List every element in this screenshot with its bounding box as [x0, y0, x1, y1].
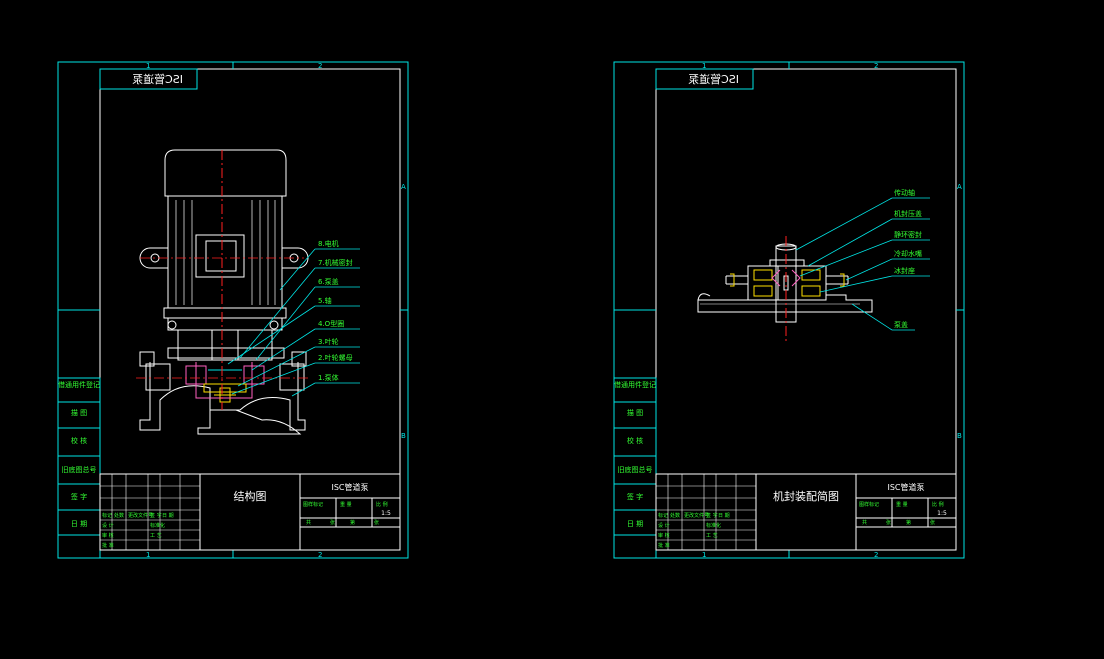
- block-row: 批 准: [102, 542, 114, 549]
- grid-label: 2: [874, 551, 878, 559]
- callout-label: 冷却水嘴: [894, 249, 922, 258]
- callout-label: 静环密封: [894, 230, 922, 239]
- grid-label: A: [401, 183, 406, 191]
- block-row: 设 计: [102, 522, 114, 529]
- callout-label: 1.泵体: [318, 373, 339, 382]
- stamp-text: ISC管道泵: [132, 72, 183, 86]
- block-label: 张: [886, 519, 891, 526]
- product-name: ISC管道泵: [887, 482, 924, 492]
- stamp-box: [99, 68, 198, 90]
- block-row: 批 准: [658, 542, 670, 549]
- callout-label: 5.轴: [318, 296, 332, 305]
- block-row: 更改文件号: [128, 512, 153, 519]
- block-label: 张: [930, 519, 935, 526]
- side-table-cell: 日 期: [627, 520, 643, 528]
- block-label: 图样标记: [859, 501, 879, 508]
- side-table-cell: 借通用件登记: [58, 380, 100, 389]
- block-label: 图样标记: [303, 501, 323, 508]
- grid-label: A: [957, 183, 962, 191]
- side-table-cell: 描 图: [627, 408, 643, 417]
- block-row: 日 期: [718, 513, 730, 519]
- side-table-cell: 日 期: [71, 520, 87, 528]
- callout-leaders: [227, 248, 360, 397]
- side-table-cell: 旧底图总号: [618, 465, 653, 474]
- side-table-cell: 校 核: [627, 436, 643, 445]
- scale-value: 1:5: [937, 510, 947, 517]
- block-row: 标准化: [706, 522, 721, 529]
- block-row: 处数: [114, 512, 124, 519]
- callout-label: 3.叶轮: [318, 337, 339, 346]
- block-label: 重 量: [896, 501, 908, 508]
- callout-leaders: [795, 197, 930, 331]
- block-label: 张: [330, 519, 335, 526]
- sheet-left: 1 2 1 2 A B ISC管道泵 借通用件登记 描 图 校 核 旧底图总号 …: [57, 61, 409, 559]
- scale-value: 1:5: [381, 510, 391, 517]
- sheet-right: 1 2 1 2 A B ISC管道泵 借通用件登记 描 图 校 核 旧底图总号 …: [613, 61, 965, 559]
- block-row: 日 期: [162, 513, 174, 519]
- block-label: 第: [906, 519, 911, 526]
- grid-label: B: [957, 432, 962, 440]
- drawing-title: 结构图: [234, 489, 267, 503]
- stamp-text: ISC管道泵: [688, 72, 739, 86]
- block-label: 共: [862, 519, 867, 526]
- block-label: 共: [306, 519, 311, 526]
- side-table-cell: 旧底图总号: [62, 465, 97, 474]
- drawing-title: 机封装配简图: [773, 489, 839, 503]
- callout-label: 泵盖: [894, 320, 908, 329]
- grid-label: 2: [318, 62, 322, 70]
- grid-label: 1: [702, 62, 706, 70]
- side-table: 借通用件登记 描 图 校 核 旧底图总号 签 字 日 期: [57, 377, 101, 559]
- block-row: 设 计: [658, 522, 670, 529]
- stamp-box: [655, 68, 754, 90]
- side-table: 借通用件登记 描 图 校 核 旧底图总号 签 字 日 期: [613, 377, 657, 559]
- callout-label: 6.泵盖: [318, 277, 339, 286]
- title-block: 标记 处数 更改文件号 签 字 日 期 设 计 标准化 审 核 工 艺 批 准 …: [99, 473, 401, 551]
- grid-label: 1: [146, 551, 150, 559]
- callout-label: 机封压盖: [894, 209, 922, 218]
- block-row: 签 字: [706, 512, 718, 519]
- block-row: 标记: [658, 512, 668, 519]
- side-table-cell: 借通用件登记: [614, 380, 656, 389]
- callout-label: 7.机械密封: [318, 258, 353, 267]
- title-block: 标记 处数 更改文件号 签 字 日 期 设 计 标准化 审 核 工 艺 批 准 …: [655, 473, 957, 551]
- block-label: 比 例: [376, 501, 388, 508]
- block-row: 审 核: [102, 532, 114, 539]
- block-row: 工 艺: [706, 533, 718, 539]
- callout-label: 传动轴: [894, 188, 915, 197]
- callout-label: 8.电机: [318, 239, 339, 248]
- block-row: 标记: [102, 512, 112, 519]
- grid-label: 2: [318, 551, 322, 559]
- side-table-cell: 签 字: [71, 492, 87, 501]
- block-row: 审 核: [658, 532, 670, 539]
- block-label: 重 量: [340, 501, 352, 508]
- pump-assembly-drawing: [139, 149, 309, 435]
- block-label: 张: [374, 519, 379, 526]
- side-table-cell: 签 字: [627, 492, 643, 501]
- grid-label: B: [401, 432, 406, 440]
- block-label: 比 例: [932, 501, 944, 508]
- callout-label: 4.O型圈: [318, 319, 344, 328]
- callout-label: 冰封座: [894, 266, 915, 275]
- block-row: 签 字: [150, 512, 162, 519]
- block-row: 处数: [670, 512, 680, 519]
- side-table-cell: 校 核: [71, 436, 87, 445]
- block-row: 更改文件号: [684, 512, 709, 519]
- grid-label: 2: [874, 62, 878, 70]
- side-table-cell: 描 图: [71, 408, 87, 417]
- block-row: 工 艺: [150, 533, 162, 539]
- callout-label: 2.叶轮螺母: [318, 353, 353, 362]
- grid-label: 1: [146, 62, 150, 70]
- block-row: 标准化: [150, 522, 165, 529]
- block-label: 第: [350, 519, 355, 526]
- grid-label: 1: [702, 551, 706, 559]
- product-name: ISC管道泵: [331, 482, 368, 492]
